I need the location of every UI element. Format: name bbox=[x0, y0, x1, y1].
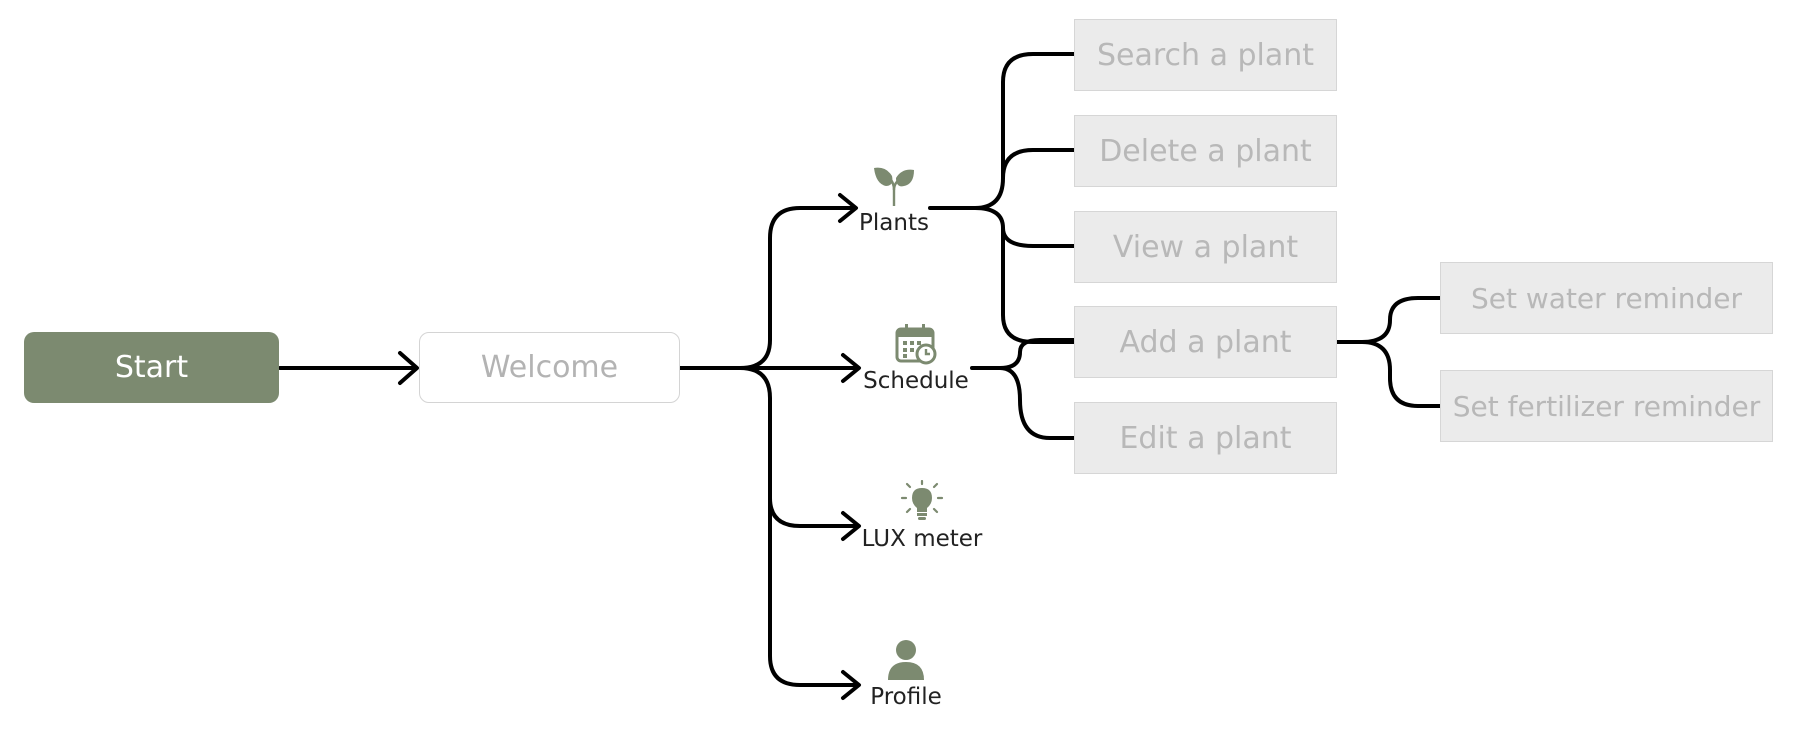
action-label: Search a plant bbox=[1096, 37, 1315, 73]
action-edit-plant[interactable]: Edit a plant bbox=[1074, 402, 1337, 474]
action-label: Delete a plant bbox=[1099, 133, 1312, 169]
arrowhead bbox=[841, 511, 861, 541]
action-search-plant[interactable]: Search a plant bbox=[1074, 19, 1337, 91]
arrowhead bbox=[838, 193, 858, 223]
menu-label-lux-meter: LUX meter bbox=[861, 526, 983, 552]
action-set-water-reminder[interactable]: Set water reminder bbox=[1440, 262, 1773, 334]
start-label: Start bbox=[114, 350, 189, 385]
menu-label-plants: Plants bbox=[859, 210, 929, 236]
action-set-fertilizer-reminder[interactable]: Set fertilizer reminder bbox=[1440, 370, 1773, 442]
menu-label-schedule: Schedule bbox=[863, 368, 969, 394]
action-label: Add a plant bbox=[1119, 324, 1292, 360]
connector-plants-view bbox=[973, 206, 1076, 248]
sprout-icon bbox=[872, 164, 916, 208]
menu-item-schedule[interactable]: Schedule bbox=[862, 322, 970, 394]
connector-to-profile bbox=[768, 496, 860, 687]
action-add-plant[interactable]: Add a plant bbox=[1074, 306, 1337, 378]
connector-add-water bbox=[1335, 296, 1442, 344]
connector-to-plants bbox=[738, 206, 857, 370]
menu-item-plants[interactable]: Plants bbox=[858, 164, 930, 236]
connector-add-fertilizer bbox=[1360, 340, 1442, 408]
connector-to-lux bbox=[738, 366, 860, 528]
connector-schedule-add bbox=[970, 338, 1076, 370]
arrowhead bbox=[398, 351, 419, 385]
calendar-clock-icon bbox=[894, 322, 938, 366]
user-icon bbox=[884, 638, 928, 682]
action-label: Edit a plant bbox=[1119, 420, 1292, 456]
menu-item-lux-meter[interactable]: LUX meter bbox=[862, 480, 982, 552]
connector-plants-delete bbox=[1001, 148, 1076, 180]
start-node[interactable]: Start bbox=[24, 332, 279, 403]
menu-label-profile: Profile bbox=[870, 684, 942, 710]
welcome-node[interactable]: Welcome bbox=[419, 332, 680, 403]
welcome-label: Welcome bbox=[480, 350, 619, 385]
action-delete-plant[interactable]: Delete a plant bbox=[1074, 115, 1337, 187]
action-view-plant[interactable]: View a plant bbox=[1074, 211, 1337, 283]
reminder-label: Set fertilizer reminder bbox=[1452, 389, 1761, 423]
menu-item-profile[interactable]: Profile bbox=[862, 638, 950, 710]
reminder-label: Set water reminder bbox=[1471, 281, 1742, 315]
lightbulb-icon bbox=[900, 480, 944, 524]
action-label: View a plant bbox=[1112, 229, 1299, 265]
arrowhead bbox=[841, 353, 861, 383]
arrowhead bbox=[841, 670, 861, 700]
connector-plants-search bbox=[928, 52, 1076, 210]
connector-schedule-edit bbox=[998, 366, 1076, 440]
